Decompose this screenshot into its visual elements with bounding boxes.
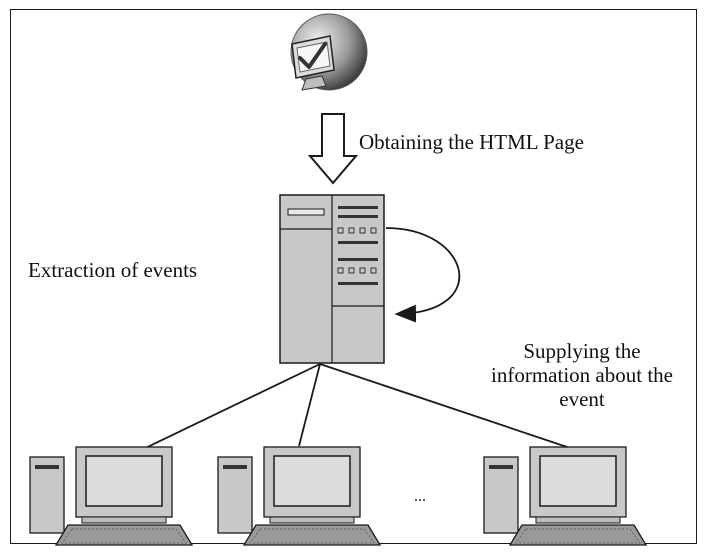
desktop-computer-icon	[217, 446, 382, 546]
checkmark-monitor-globe-icon	[290, 13, 368, 91]
label-obtaining-html-page: Obtaining the HTML Page	[359, 130, 584, 154]
download-arrow-icon	[307, 113, 359, 185]
desktop-computer-icon	[29, 446, 194, 546]
desktop-computer-icon	[483, 446, 648, 546]
label-supplying-information: Supplying the information about the even…	[491, 339, 673, 411]
self-loop-arrow	[385, 227, 461, 323]
server-tower-icon	[279, 194, 385, 364]
label-ellipsis: ...	[414, 488, 426, 505]
label-extraction-of-events: Extraction of events	[28, 258, 198, 282]
